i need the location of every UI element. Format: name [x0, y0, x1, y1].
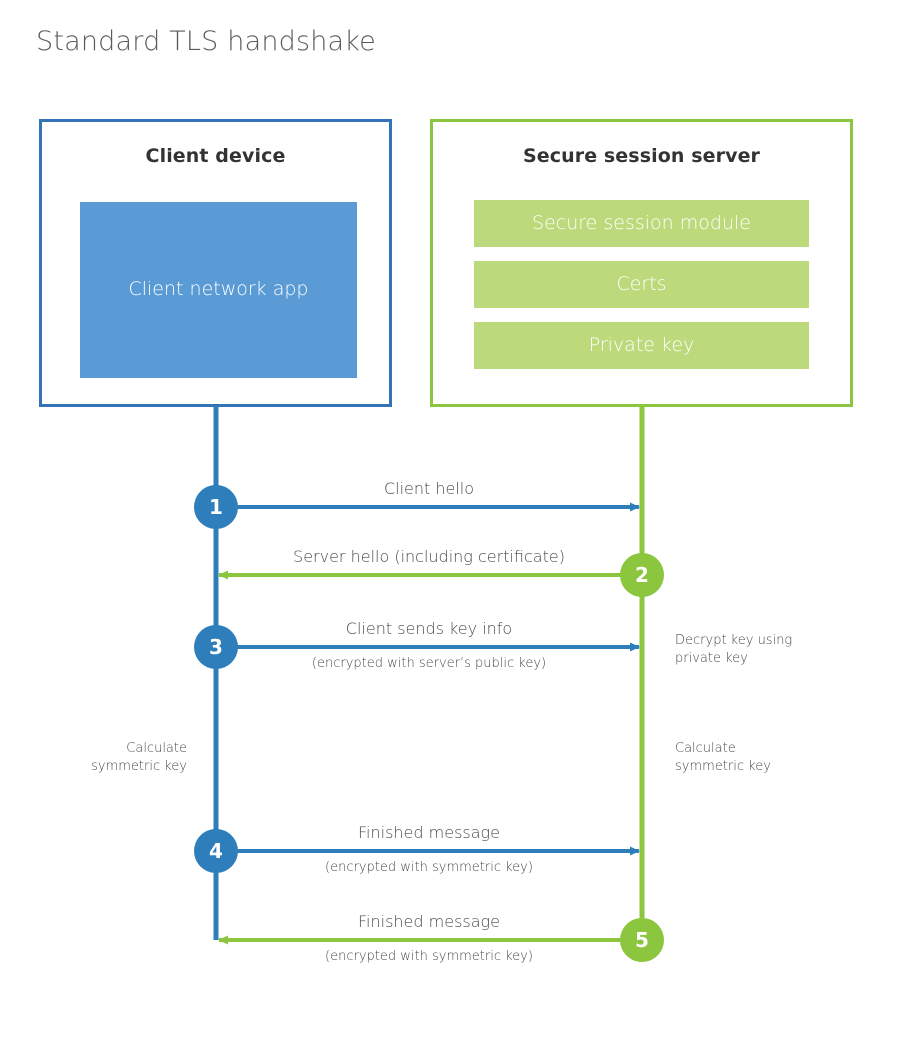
message-sublabel-3: (encrypted with server’s public key): [311, 656, 547, 671]
client-device-title: Client device: [145, 145, 286, 167]
decrypt-note: Decrypt key using private key: [675, 633, 793, 666]
step-badge-3[interactable]: 3: [194, 625, 238, 669]
server-item: Certs: [474, 261, 809, 308]
secure-session-server-title: Secure session server: [522, 145, 761, 167]
message-sublabel-4: (encrypted with symmetric key): [325, 860, 533, 875]
server-item: Private key: [474, 322, 809, 369]
secure-session-server-box: Secure session server Secure session mod…: [430, 119, 853, 407]
step-badge-5[interactable]: 5: [620, 918, 664, 962]
step-badge-2[interactable]: 2: [620, 553, 664, 597]
step-badge-1[interactable]: 1: [194, 485, 238, 529]
client-calc-note: Calculate symmetric key: [91, 741, 187, 774]
step-badge-4[interactable]: 4: [194, 829, 238, 873]
message-label-1: Client hello: [383, 479, 475, 498]
server-item: Secure session module: [474, 200, 809, 247]
client-network-app-block: Client network app: [80, 202, 357, 378]
message-label-4: Finished message: [358, 823, 500, 842]
server-calc-note: Calculate symmetric key: [675, 741, 771, 774]
message-label-3: Client sends key info: [345, 619, 513, 638]
page-title: Standard TLS handshake: [36, 26, 376, 57]
message-label-2: Server hello (including certificate): [293, 547, 565, 566]
message-arrows-group: [216, 502, 642, 945]
client-device-box: Client device Client network app: [39, 119, 392, 407]
message-sublabel-5: (encrypted with symmetric key): [325, 949, 533, 964]
message-label-5: Finished message: [358, 912, 500, 931]
